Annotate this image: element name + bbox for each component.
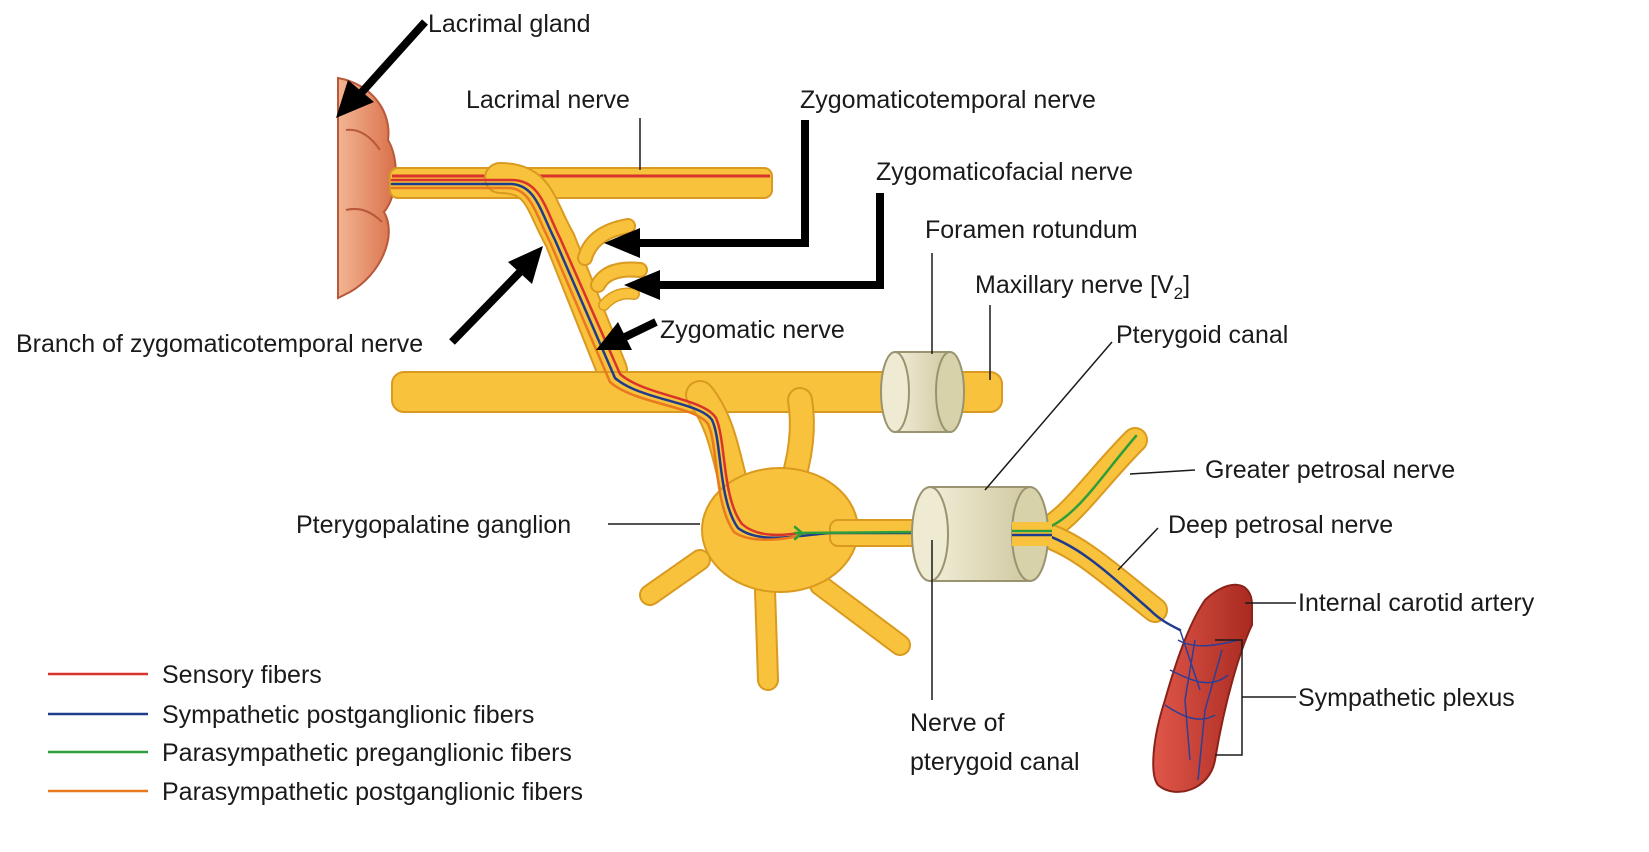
- arrow-branch-zygomaticotemporal: [452, 246, 543, 342]
- label-lacrimal-nerve: Lacrimal nerve: [466, 86, 630, 114]
- legend-item-parasympathetic-pre: Parasympathetic preganglionic fibers: [48, 739, 572, 767]
- legend-label-sympathetic: Sympathetic postganglionic fibers: [162, 701, 534, 729]
- legend-item-sympathetic: Sympathetic postganglionic fibers: [48, 701, 534, 729]
- label-zygomatic-nerve: Zygomatic nerve: [660, 316, 845, 344]
- label-zygomaticotemporal-nerve: Zygomaticotemporal nerve: [800, 86, 1096, 114]
- label-pterygoid-canal: Pterygoid canal: [1116, 321, 1288, 349]
- legend-item-sensory: Sensory fibers: [48, 661, 322, 689]
- label-internal-carotid-artery: Internal carotid artery: [1298, 589, 1535, 617]
- label-pterygopalatine-ganglion: Pterygopalatine ganglion: [296, 511, 571, 539]
- label-sympathetic-plexus: Sympathetic plexus: [1298, 684, 1515, 712]
- pterygopalatine-ganglion-shape: [650, 468, 900, 680]
- foramen-rotundum-shape: [881, 352, 964, 432]
- legend: Sensory fibers Sympathetic postganglioni…: [48, 661, 583, 806]
- legend-label-parasympathetic-post: Parasympathetic postganglionic fibers: [162, 778, 583, 806]
- internal-carotid-artery-shape: [1153, 585, 1252, 792]
- legend-label-sensory: Sensory fibers: [162, 661, 322, 689]
- label-nerve-of-pterygoid-canal-line2: pterygoid canal: [910, 748, 1080, 776]
- label-greater-petrosal-nerve: Greater petrosal nerve: [1205, 456, 1455, 484]
- label-nerve-of-pterygoid-canal-line1: Nerve of: [910, 709, 1005, 737]
- label-maxillary-nerve: Maxillary nerve [V2]: [975, 271, 1190, 303]
- label-foramen-rotundum: Foramen rotundum: [925, 216, 1138, 244]
- legend-item-parasympathetic-post: Parasympathetic postganglionic fibers: [48, 778, 583, 806]
- label-zygomaticofacial-nerve: Zygomaticofacial nerve: [876, 158, 1133, 186]
- label-lacrimal-gland: Lacrimal gland: [428, 10, 591, 38]
- label-branch-zygomaticotemporal: Branch of zygomaticotemporal nerve: [16, 330, 423, 358]
- pterygoid-canal-shape: [912, 487, 1052, 581]
- label-deep-petrosal-nerve: Deep petrosal nerve: [1168, 511, 1393, 539]
- legend-label-parasympathetic-pre: Parasympathetic preganglionic fibers: [162, 739, 572, 767]
